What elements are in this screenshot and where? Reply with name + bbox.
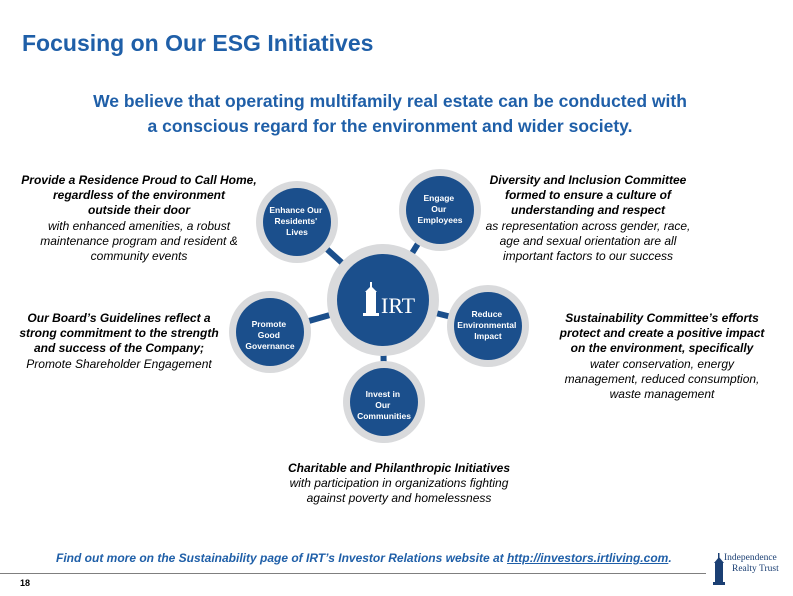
node-communities-label: Invest in Our Communities <box>357 389 411 421</box>
page-number: 18 <box>20 578 31 588</box>
node-residents-label: Enhance Our Residents' Lives <box>269 205 324 237</box>
headline: We believe that operating multifamily re… <box>40 89 740 139</box>
footer-note: Find out more on the Sustainability page… <box>56 551 672 565</box>
irt-logo-icon <box>713 553 725 585</box>
residence-block: Provide a Residence Proud to Call Home, … <box>21 173 257 264</box>
logo-text: Independence Realty Trust <box>724 553 779 574</box>
node-employees: Engage Our Employees <box>399 169 481 251</box>
charitable-block: Charitable and Philanthropic Initiatives… <box>287 461 511 506</box>
footer-rule <box>0 573 706 574</box>
investor-relations-link[interactable]: http://investors.irtliving.com <box>506 551 669 565</box>
node-governance-label: Promote Good Governance <box>245 319 294 351</box>
node-environment-label: Reduce Environmental Impact <box>457 309 518 341</box>
hub-circle <box>337 254 429 346</box>
node-environment: Reduce Environmental Impact <box>447 285 529 367</box>
node-governance: Promote Good Governance <box>229 291 311 373</box>
page-title: Focusing on Our ESG Initiatives <box>22 30 374 56</box>
board-block: Our Board’s Guidelines reflect a strong … <box>19 311 219 371</box>
hub-label: IRT <box>381 293 416 318</box>
sustainability-block: Sustainability Committee’s efforts prote… <box>559 311 765 402</box>
headline-line-2: a conscious regard for the environment a… <box>147 116 633 136</box>
node-employees-label: Engage Our Employees <box>418 193 463 225</box>
hub-tower-icon <box>363 282 379 316</box>
node-residents: Enhance Our Residents' Lives <box>256 181 338 263</box>
diversity-block: Diversity and Inclusion Committee formed… <box>485 173 691 264</box>
node-communities: Invest in Our Communities <box>343 361 425 443</box>
headline-line-1: We believe that operating multifamily re… <box>93 91 687 111</box>
